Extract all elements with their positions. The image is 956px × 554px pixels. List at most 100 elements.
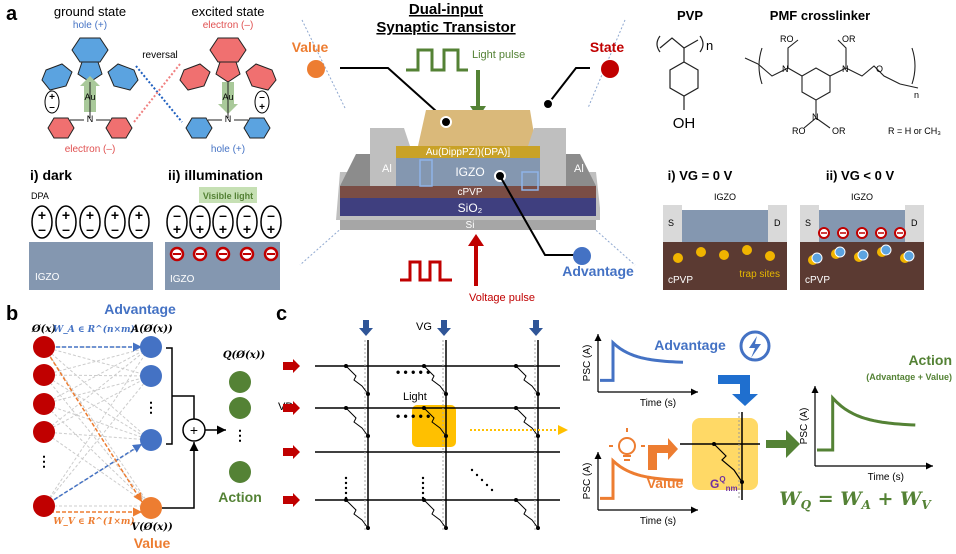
plot-value-title: Value: [647, 475, 684, 491]
svg-text:N: N: [782, 64, 789, 74]
action-node: [229, 371, 251, 393]
svg-text:S: S: [668, 218, 674, 228]
svg-text:+: +: [259, 102, 265, 113]
dipole-icon: [79, 205, 101, 239]
value-plot-xlabel: Time (s): [640, 516, 676, 527]
svg-text:D: D: [911, 218, 918, 228]
svg-text:+: +: [190, 422, 198, 438]
network-edge: [43, 346, 151, 433]
device-title-line2: Synaptic Transistor: [376, 19, 515, 36]
vg-zero-diagram: [663, 205, 787, 290]
svg-text:+: +: [196, 221, 204, 237]
sio2-layer-label: SiO₂: [458, 201, 483, 215]
dipole-icon: [166, 205, 188, 239]
device-title-line1: Dual-input: [409, 1, 483, 18]
svg-text:+: +: [38, 207, 46, 223]
value-plot-ylabel: PSC (A): [582, 463, 593, 500]
svg-text:+: +: [173, 221, 181, 237]
action-title: Action: [218, 489, 262, 505]
excited-state-molecule: Au N – +: [179, 37, 277, 139]
vg-neg-title: ii) VG < 0 V: [826, 168, 895, 183]
network-edge: [43, 346, 151, 507]
ground-state-title: ground state: [54, 4, 126, 19]
advantage-node: [140, 365, 162, 387]
svg-text:–: –: [259, 92, 265, 103]
network-edge: [43, 346, 151, 376]
pmf-title: PMF crosslinker: [770, 8, 870, 23]
advantage-plot-ylabel: PSC (A): [582, 345, 593, 382]
dipole-icon: [31, 205, 53, 239]
hole-icon: [811, 252, 823, 264]
value-arrow: [648, 438, 678, 470]
svg-text:+: +: [219, 221, 227, 237]
light-pulse-wave: [406, 48, 468, 72]
output-arrow: [766, 430, 800, 458]
illum-electrons: [169, 246, 279, 262]
plot-action-title: Action: [908, 352, 952, 368]
transistor-icon: [515, 365, 539, 395]
plot-advantage-title: Advantage: [654, 337, 726, 353]
dipole-icon: [212, 205, 234, 239]
value-title: Value: [134, 535, 171, 551]
panel-label-a: a: [6, 3, 18, 25]
pvp-title: PVP: [677, 8, 703, 23]
network-edge: [43, 375, 151, 507]
pmf-structure: [744, 39, 919, 129]
svg-text:RO: RO: [780, 34, 794, 44]
input-node: [33, 495, 55, 517]
dark-igzo-label: IGZO: [35, 272, 60, 283]
svg-text:D: D: [774, 218, 781, 228]
svg-text:–: –: [86, 221, 94, 237]
ground-electron-label: electron (–): [65, 144, 116, 155]
svg-text:N: N: [87, 114, 94, 124]
si-layer-label: Si: [466, 220, 475, 231]
plot-action-subtitle: (Advantage + Value): [866, 372, 952, 382]
vg-arrow-icon: [529, 320, 543, 336]
trap-site-dot: [696, 247, 706, 257]
svg-text:⋮: ⋮: [37, 453, 51, 469]
svg-text:–: –: [49, 102, 55, 113]
svg-text:–: –: [111, 221, 119, 237]
network-edge: [43, 346, 151, 377]
svg-text:• • • • •: • • • • •: [396, 365, 430, 379]
v-label: V(Ø(x)): [131, 522, 173, 533]
svg-text:+: +: [86, 207, 94, 223]
dipole-icon: [55, 205, 77, 239]
vg-arrow-icon: [359, 320, 373, 336]
psc-plots: PSC (A)Time (s)PSC (A)Time (s)PSC (A)Tim…: [582, 334, 933, 527]
panel-label-b: b: [6, 303, 18, 325]
svg-text:–: –: [219, 207, 227, 223]
vg-arrow-icon: [437, 320, 451, 336]
wv-label: W_V ∈ R^(1×m): [53, 516, 134, 527]
value-node: [140, 497, 162, 519]
network-edge: [43, 375, 151, 433]
trapped-charges: [808, 227, 915, 265]
advantage-node: [140, 336, 162, 358]
input-node: [33, 364, 55, 386]
weight-equation: WQ = WA + WV: [779, 488, 932, 512]
svg-text:N: N: [842, 64, 849, 74]
wa-label: W_A ∈ R^(n×m): [53, 324, 135, 335]
dipole-icon: [104, 205, 126, 239]
dark-dipoles: +–+–+–+–+–: [31, 205, 150, 239]
oh-label: OH: [673, 115, 696, 132]
svg-text:OR: OR: [832, 126, 846, 136]
illum-igzo-label: IGZO: [170, 274, 195, 285]
svg-text:cPVP: cPVP: [668, 275, 693, 286]
svg-text:IGZO: IGZO: [851, 192, 873, 202]
hole-icon: [880, 244, 892, 256]
crossbar-array: • • • • • • • • • •: [283, 320, 560, 530]
au-layer-label: Au(DippPZI)(DPA)]: [426, 147, 510, 158]
pvp-structure: [656, 35, 704, 110]
advantage-plot-curve: [600, 339, 684, 382]
action-plot-xlabel: Time (s): [868, 472, 904, 483]
svg-text:• • • • •: • • • • •: [396, 409, 430, 423]
advantage-arrow: [718, 375, 758, 406]
a-label: A(Ø(x)): [130, 324, 173, 335]
svg-text:Au: Au: [222, 92, 233, 102]
transistor-icon: [423, 365, 447, 395]
vd-arrow-icon: [283, 401, 300, 415]
value-plot-curve: [600, 457, 684, 500]
transistor-icon: [423, 407, 447, 437]
cpvp-layer-label: cPVP: [457, 187, 482, 198]
